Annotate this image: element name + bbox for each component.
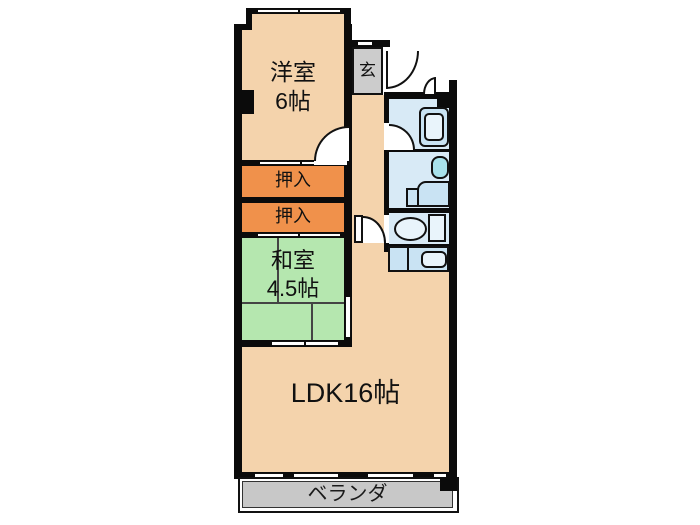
kitchen-sink-icon — [421, 251, 447, 268]
room-western-name: 洋室 — [270, 59, 316, 85]
room-genkan: 玄 — [352, 47, 383, 95]
wall-segment — [234, 24, 252, 30]
bay-window-alcove — [252, 14, 344, 30]
veranda: ベランダ — [238, 477, 459, 513]
room-western-size: 6帖 — [275, 87, 311, 114]
window-marker — [300, 9, 340, 13]
wall-segment — [344, 8, 351, 30]
wall-segment — [449, 80, 457, 479]
kitchen-counter-divider — [407, 247, 409, 271]
door-leaf-toilet-icon — [354, 215, 363, 243]
window-marker — [258, 9, 298, 13]
tatami-line — [277, 238, 279, 303]
wash-basin-icon — [431, 156, 449, 179]
toilet-icon — [394, 217, 427, 241]
wall-segment — [234, 472, 457, 479]
door-swing-entry-icon — [386, 51, 419, 89]
wall-segment — [234, 24, 242, 479]
vanity-step — [406, 188, 419, 207]
room-japanese-name: 和室 — [270, 248, 315, 273]
door-opening — [384, 215, 389, 243]
room-japanese — [242, 238, 344, 340]
room-closet-lower-label: 押入 — [275, 206, 311, 226]
room-ldk-label: LDK16帖 — [290, 378, 401, 408]
wall-segment — [384, 208, 456, 213]
toilet-tank — [428, 214, 446, 242]
sliding-door-marker — [306, 341, 338, 346]
room-closet-lower — [242, 203, 344, 232]
sliding-door-marker — [260, 161, 300, 165]
wall-segment — [384, 92, 389, 123]
tatami-line — [311, 303, 313, 340]
window-marker — [358, 41, 372, 46]
room-japanese-size: 4.5帖 — [266, 275, 320, 301]
sliding-door-marker — [345, 297, 351, 337]
sliding-door-marker — [300, 233, 340, 237]
wall-segment — [344, 24, 352, 342]
front-door-leaf-icon — [423, 77, 436, 94]
room-genkan-label: 玄 — [359, 61, 376, 81]
wall-segment — [384, 92, 456, 99]
wall-segment — [437, 99, 449, 108]
veranda-deck: ベランダ — [242, 481, 453, 508]
room-japanese-label: 和室 4.5帖 — [242, 247, 344, 302]
wall-segment — [388, 149, 449, 152]
tatami-line — [242, 302, 344, 304]
door-opening — [384, 123, 389, 150]
door-opening — [314, 161, 347, 165]
room-western-label: 洋室 6帖 — [242, 58, 344, 116]
wall-segment — [384, 150, 389, 215]
wall-pillar — [242, 90, 254, 114]
sliding-door-marker — [258, 233, 298, 237]
wall-segment — [242, 197, 352, 203]
wall-segment — [246, 8, 350, 14]
room-closet-upper-label: 押入 — [275, 170, 311, 190]
veranda-label: ベランダ — [307, 483, 388, 505]
wall-segment — [246, 8, 252, 30]
room-closet-upper — [242, 166, 344, 197]
vanity-counter — [417, 181, 450, 207]
bathtub-inner — [424, 113, 444, 141]
sliding-door-marker — [272, 341, 304, 346]
wall-segment — [440, 477, 457, 491]
